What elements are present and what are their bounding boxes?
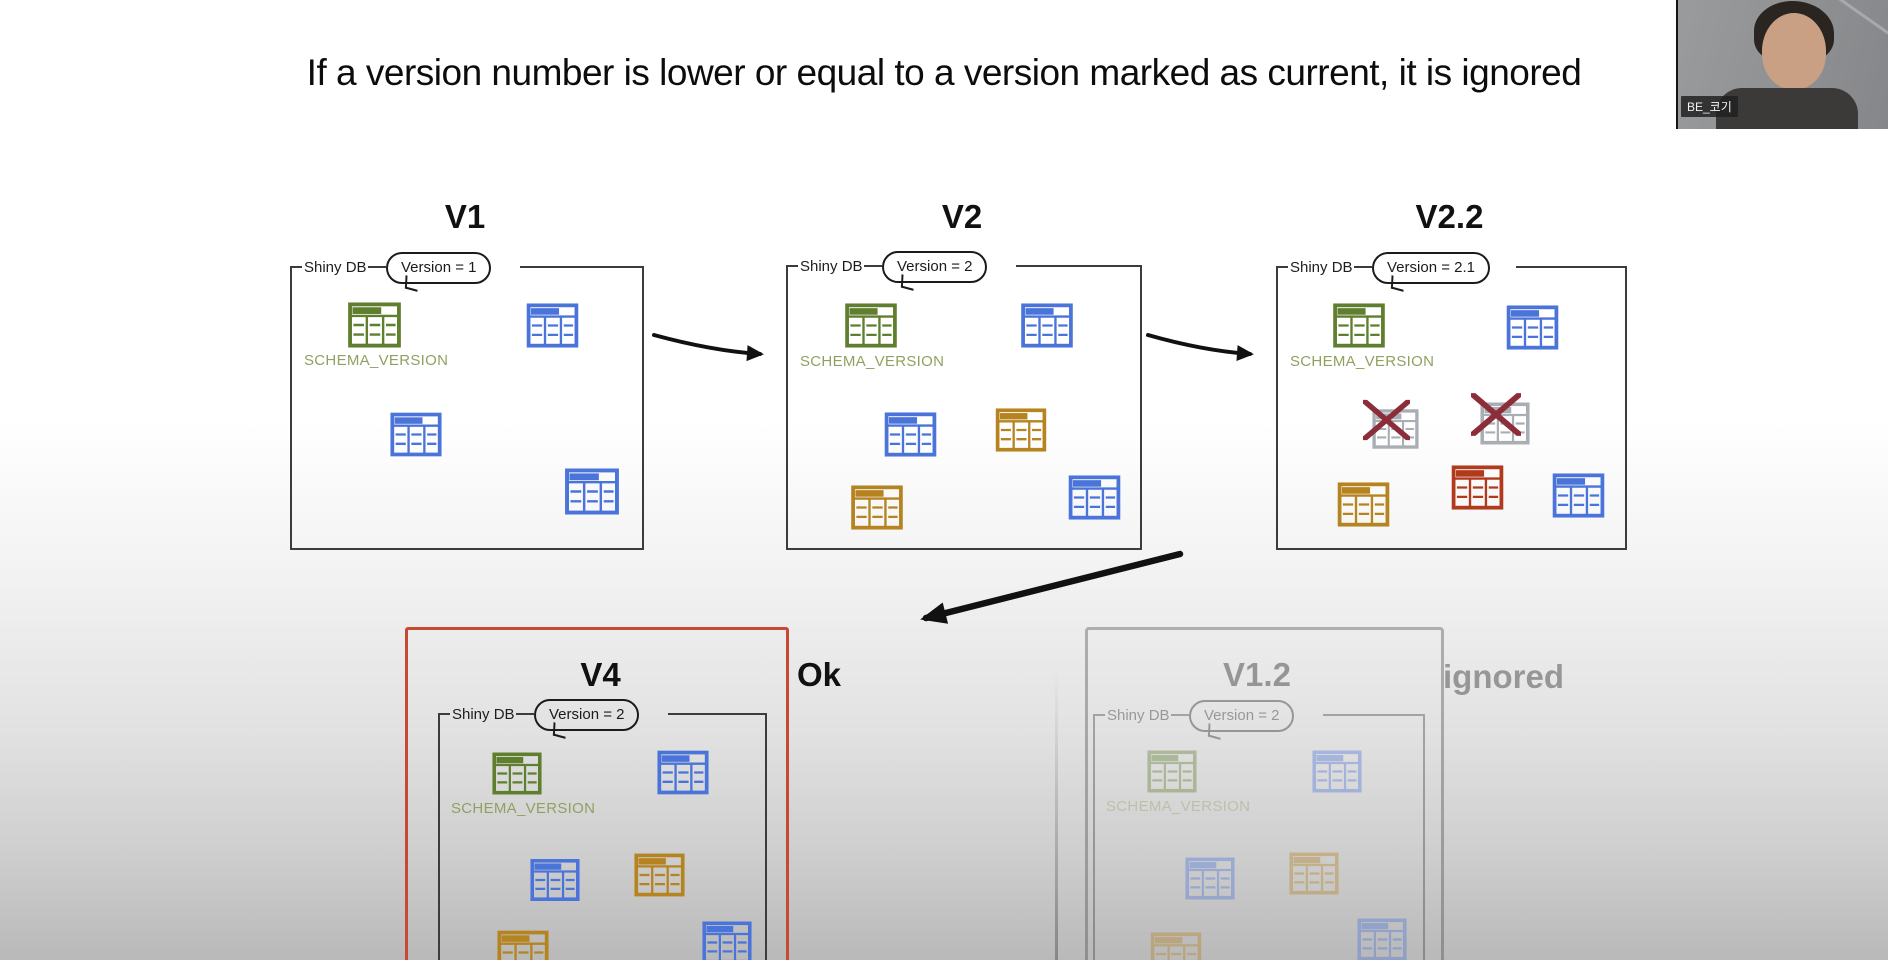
panel-heading-v1: V1: [444, 198, 486, 235]
slide-title: If a version number is lower or equal to…: [306, 52, 1582, 93]
status-ignored-label: ignored: [1443, 658, 1564, 695]
panel-heading-v12: V1.2: [1223, 656, 1291, 693]
db-panel-v4: Shiny DB Version = 2 SCHEMA_VERSION: [438, 699, 767, 960]
panel-heading-v2: V2: [941, 198, 983, 235]
arrow-v2-to-v22: [1146, 333, 1254, 362]
table-icon: [1312, 750, 1362, 793]
speaker-name-badge: BE_코기: [1681, 96, 1738, 117]
version-bubble: Version = 2: [1189, 700, 1295, 732]
db-name-label: Shiny DB: [452, 706, 515, 723]
border-segment: [1276, 266, 1288, 268]
border-segment: [438, 713, 450, 715]
db-panel-v22: Shiny DB Version = 2.1 SCHEMA_VERSION: [1276, 252, 1627, 550]
db-panel-v1: Shiny DB Version = 1 SCHEMA_VERSION: [290, 252, 644, 550]
webcam-overlay: BE_코기: [1676, 0, 1888, 129]
border-segment: [864, 265, 882, 267]
person-face: [1762, 13, 1826, 89]
schema-version-label: SCHEMA_VERSION: [304, 352, 449, 369]
arrow-v1-to-v2: [652, 333, 764, 362]
panel-heading-v22: V2.2: [1415, 198, 1484, 235]
schema-version-table-icon: [1147, 750, 1197, 793]
table-icon: [1289, 852, 1339, 895]
border-segment: [1093, 714, 1105, 716]
highlight-box-red: [405, 627, 789, 960]
db-name-label: Shiny DB: [1290, 259, 1353, 276]
border-segment: [1516, 266, 1627, 268]
panel-heading-v4: V4: [580, 656, 621, 693]
status-ok-label: Ok: [797, 656, 842, 693]
table-icon: [1185, 857, 1235, 900]
db-name-label: Shiny DB: [1107, 707, 1170, 724]
border-segment: [290, 266, 302, 268]
border-segment: [1323, 714, 1425, 716]
version-bubble: Version = 2.1: [1372, 252, 1490, 284]
ghost-outer-box: [1085, 627, 1444, 960]
border-segment: [1354, 266, 1372, 268]
table-icon: [1357, 918, 1407, 960]
schema-version-label: SCHEMA_VERSION: [800, 353, 945, 370]
border-segment: [668, 713, 767, 715]
db-panel-v2: Shiny DB Version = 2 SCHEMA_VERSION: [786, 251, 1142, 550]
border-segment: [516, 713, 534, 715]
border-segment: [786, 265, 798, 267]
border-segment: [368, 266, 386, 268]
border-segment: [1016, 265, 1142, 267]
ghost-card-edge: [1055, 668, 1058, 960]
arrow-v22-to-v4: [920, 550, 1184, 624]
db-panel-v12: Shiny DB Version = 2 SCHEMA_VERSION: [1093, 700, 1425, 960]
db-name-label: Shiny DB: [800, 258, 863, 275]
schema-version-label: SCHEMA_VERSION: [1290, 353, 1435, 370]
person-body: [1716, 88, 1858, 129]
db-name-label: Shiny DB: [304, 259, 367, 276]
border-segment: [520, 266, 644, 268]
schema-version-label: SCHEMA_VERSION: [451, 800, 596, 817]
version-bubble: Version = 2: [534, 699, 640, 731]
table-icon: [1150, 932, 1202, 960]
version-bubble: Version = 2: [882, 251, 988, 283]
schema-version-label: SCHEMA_VERSION: [1106, 798, 1251, 815]
version-bubble: Version = 1: [386, 252, 492, 284]
border-segment: [1171, 714, 1189, 716]
